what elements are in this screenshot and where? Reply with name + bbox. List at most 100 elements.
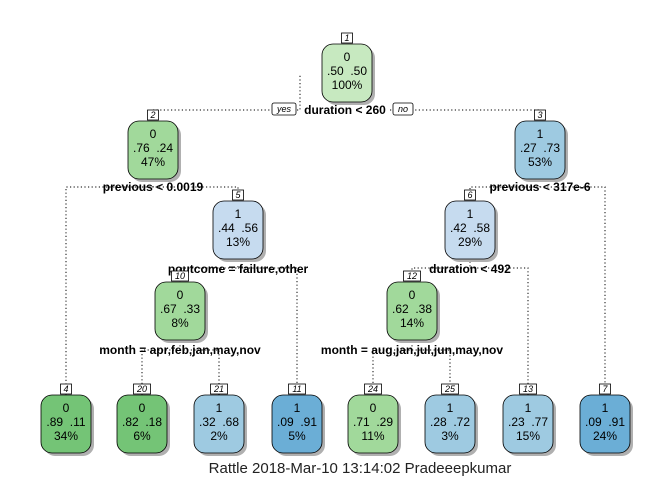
node-id: 11 (292, 384, 301, 394)
node-percent: 53% (528, 155, 552, 169)
node-class: 1 (447, 401, 454, 415)
node-id: 13 (523, 384, 533, 394)
node-id-box (599, 383, 611, 395)
node-class: 0 (344, 50, 351, 64)
edge-5-10 (179, 266, 239, 282)
node-id-box (341, 32, 353, 44)
split-label-node-2: previous < 0.0019 (103, 180, 204, 194)
node-probabilities: .28 .72 (430, 415, 470, 429)
node-class: 1 (537, 127, 544, 141)
node-id: 6 (467, 190, 472, 200)
node-box (347, 394, 399, 454)
node-probabilities: .23 .77 (508, 415, 548, 429)
tree-node-25: 25 1.28 .723% (424, 383, 478, 456)
node-class: 0 (63, 401, 70, 415)
node-probabilities: .71 .29 (353, 415, 393, 429)
yes-tag-box (271, 102, 297, 116)
node-id-box (232, 189, 244, 201)
node-class: 1 (602, 401, 609, 415)
rattle-caption: Rattle 2018-Mar-10 13:14:02 Pradeeepkuma… (209, 460, 512, 477)
node-box (502, 394, 554, 454)
node-id-box (60, 383, 72, 395)
node-probabilities: .82 .18 (122, 415, 162, 429)
node-class: 0 (177, 288, 184, 302)
edge-2-5 (152, 186, 239, 201)
node-probabilities: .76 .24 (133, 141, 173, 155)
node-box (212, 200, 264, 260)
node-probabilities: .50 .50 (327, 64, 367, 78)
node-class: 0 (409, 288, 416, 302)
node-id: 25 (444, 384, 456, 394)
node-id: 20 (136, 384, 147, 394)
node-id: 7 (602, 384, 608, 394)
node-id-box (364, 383, 382, 395)
node-box (514, 120, 566, 180)
node-class: 0 (370, 401, 377, 415)
node-id: 24 (367, 384, 378, 394)
node-box (321, 43, 373, 103)
edge-3-7 (540, 186, 606, 395)
split-label-node-12: month = aug,jan,jul,jun,may,nov (321, 343, 503, 357)
node-percent: 11% (361, 429, 384, 443)
tree-edges (65, 74, 606, 395)
node-probabilities: .89 .11 (46, 415, 85, 429)
node-box (40, 394, 92, 454)
node-id: 12 (407, 271, 417, 281)
node-class: 0 (150, 127, 157, 141)
edge-10-20 (141, 338, 181, 395)
node-id-box (441, 383, 459, 395)
node-class: 1 (235, 207, 242, 221)
node-id: 4 (63, 384, 68, 394)
edge-2-4 (65, 186, 154, 395)
node-id-box (534, 109, 546, 121)
node-id-box (403, 270, 421, 282)
node-id: 10 (175, 271, 185, 281)
tree-node-21: 211.32 .682% (193, 383, 247, 456)
split-label-node-10: month = apr,feb,jan,may,nov (99, 343, 261, 357)
node-percent: 13% (226, 235, 250, 249)
node-box (424, 394, 476, 454)
node-percent: 2% (210, 429, 228, 443)
node-percent: 24% (593, 429, 617, 443)
node-id: 21 (213, 384, 224, 394)
node-percent: 34% (54, 429, 78, 443)
no-tag: no (398, 104, 408, 114)
node-probabilities: .27 .73 (520, 141, 560, 155)
node-id-box (133, 383, 151, 395)
node-id-box (210, 383, 228, 395)
edge-5-11 (238, 267, 298, 395)
split-labels: duration < 260 previous < 0.0019 previou… (99, 103, 591, 357)
node-percent: 15% (516, 429, 540, 443)
tree-node-20: 20 0.82 .186% (116, 383, 170, 456)
yes-tag: yes (276, 104, 292, 114)
node-id: 3 (537, 110, 542, 120)
node-box (271, 394, 323, 454)
node-box (444, 200, 496, 260)
split-label-node-5: poutcome = failure,other (168, 262, 309, 276)
node-class: 1 (467, 207, 474, 221)
node-probabilities: .67 .33 (160, 302, 200, 316)
node-percent: 29% (458, 235, 482, 249)
node-probabilities: .44 .56 (218, 221, 258, 235)
node-probabilities: .09 .91 (585, 415, 625, 429)
node-percent: 6% (133, 429, 151, 443)
node-class: 1 (216, 401, 223, 415)
node-class: 0 (139, 401, 146, 415)
tree-node-11: 111.09 .915% (271, 383, 325, 456)
node-probabilities: .42 .58 (450, 221, 490, 235)
node-id-box (519, 383, 537, 395)
no-tag-box (392, 102, 414, 116)
node-box (116, 394, 168, 454)
node-percent: 3% (441, 429, 459, 443)
node-box (579, 394, 631, 454)
